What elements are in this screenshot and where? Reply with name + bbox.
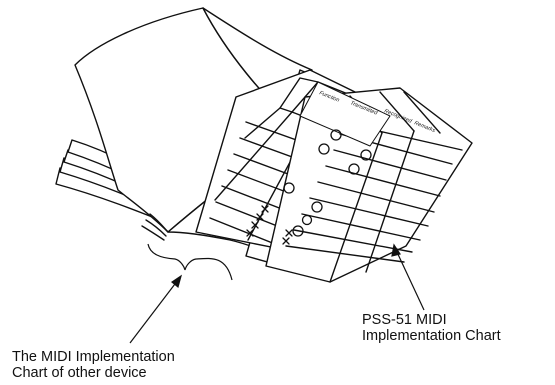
implemented-mark-circle	[330, 129, 342, 141]
arrowhead	[170, 274, 183, 289]
not-implemented-mark-cross	[256, 213, 264, 221]
not-implemented-mark-cross	[246, 229, 254, 237]
implemented-mark-circle	[348, 163, 360, 175]
implemented-mark-circle	[301, 214, 313, 226]
pss51-chart-label-line1: PSS-51 MIDI	[362, 312, 447, 328]
not-implemented-mark-cross	[251, 221, 259, 229]
other-chart-label-line2: Chart of other device	[12, 365, 147, 381]
brace	[147, 243, 233, 281]
leader-line-other-chart	[129, 279, 179, 344]
pss51-chart-label-line2: Implementation Chart	[362, 328, 501, 344]
other-device-chart-label: The MIDI Implementation Chart of other d…	[12, 349, 175, 381]
not-implemented-mark-cross	[282, 237, 290, 245]
implemented-mark-circle	[360, 149, 372, 161]
not-implemented-mark-cross	[285, 229, 293, 237]
implemented-mark-circle	[318, 143, 330, 155]
not-implemented-mark-cross	[261, 205, 269, 213]
implemented-mark-circle	[283, 182, 295, 194]
pss51-chart-label: PSS-51 MIDI Implementation Chart	[362, 312, 501, 344]
arrowhead	[391, 243, 401, 257]
implemented-mark-circle	[311, 201, 323, 213]
implemented-mark-circle	[292, 225, 304, 237]
leader-line-pss-chart	[395, 249, 425, 311]
other-chart-label-line1: The MIDI Implementation	[12, 349, 175, 365]
